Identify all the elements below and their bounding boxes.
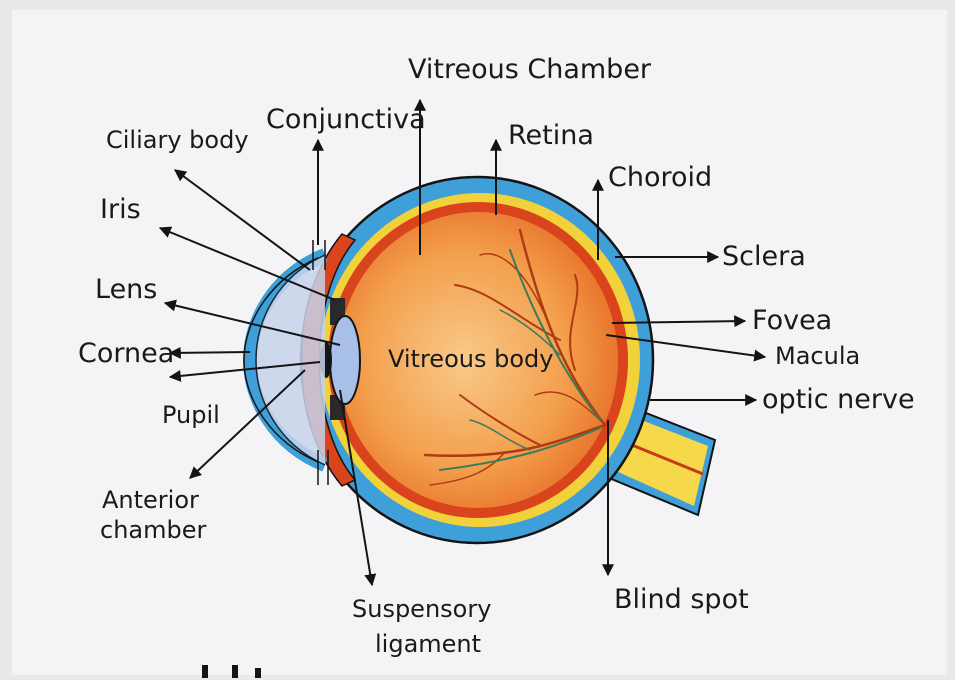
label-suspensory-line1: Suspensory [352,595,491,623]
label-pupil: Pupil [162,401,220,429]
lens-shape [330,316,360,404]
label-anterior-chamber-line1: Anterior [102,486,199,514]
label-retina: Retina [508,120,594,151]
label-cornea: Cornea [78,338,174,369]
label-macula: Macula [775,342,860,370]
label-optic-nerve: optic nerve [762,384,915,415]
label-iris: Iris [100,194,141,225]
label-sclera: Sclera [722,241,806,272]
label-suspensory-line2: ligament [375,630,481,658]
label-fovea: Fovea [752,305,832,336]
label-lens: Lens [95,274,157,305]
label-blind-spot: Blind spot [614,584,749,615]
label-choroid: Choroid [608,162,712,193]
label-anterior-chamber-line2: chamber [100,516,206,544]
label-vitreous-body: Vitreous body [388,345,553,373]
label-ciliary-body: Ciliary body [106,126,249,154]
label-vitreous-chamber: Vitreous Chamber [408,54,652,85]
label-conjunctiva: Conjunctiva [266,104,426,135]
